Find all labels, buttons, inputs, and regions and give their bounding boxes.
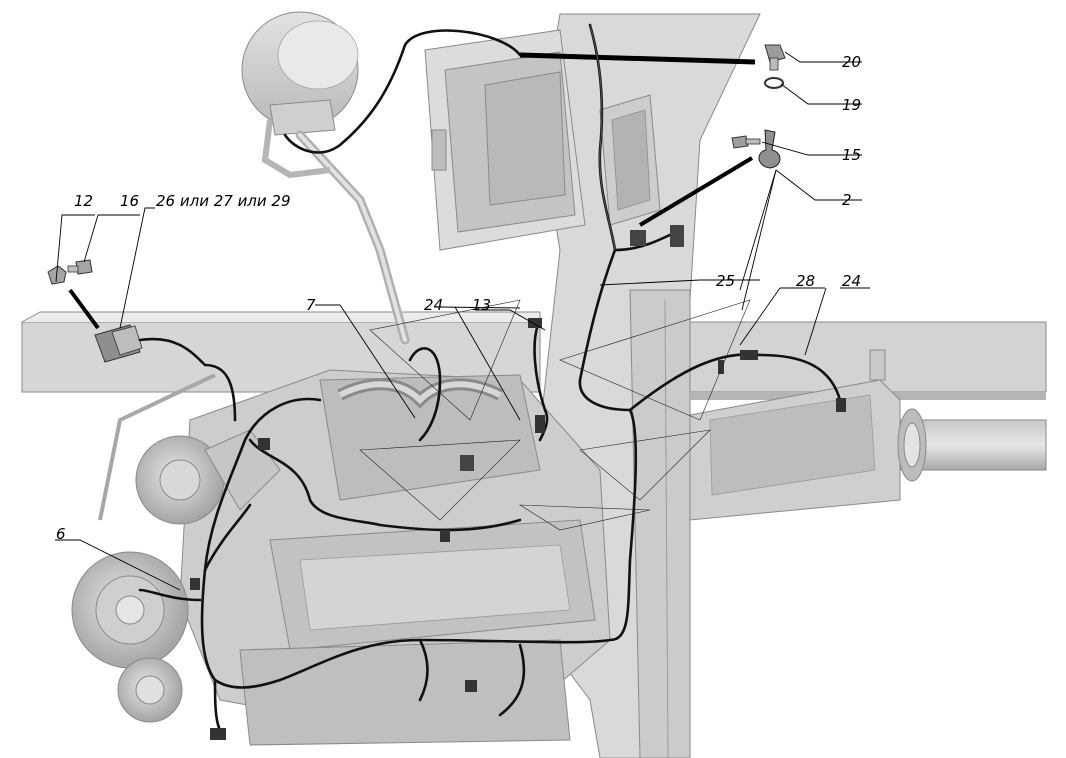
assembly-arrows [68,52,756,330]
wiring-harness [138,23,842,732]
clip-2 [758,129,781,169]
callout-7: 7 [306,296,316,314]
fuel-tube [98,373,216,521]
callout-13: 13 [472,296,492,314]
callout-28: 28 [796,272,816,290]
guide-lines [359,299,751,531]
exhaust-system [689,349,1047,521]
leader-lines [55,51,870,591]
bolt-16 [67,259,93,275]
bolt-15 [731,135,761,149]
expansion-tank [241,11,410,345]
callout-19: 19 [842,96,862,114]
callout-26-27-29: 26 или 27 или 29 [156,192,291,210]
ecu-bracket [424,29,586,251]
bolt-20 [764,44,786,71]
relay-block [599,94,661,226]
callout-25: 25 [716,272,736,290]
callout-12: 12 [74,192,94,210]
sensor-module [94,324,143,363]
callout-20: 20 [842,53,862,71]
harness-connectors [190,225,846,740]
washer-19 [764,77,784,89]
callout-6: 6 [56,525,66,543]
callout-2: 2 [842,191,852,209]
callout-16: 16 [120,192,140,210]
callout-15: 15 [842,146,862,164]
callout-24-right: 24 [842,272,862,290]
front-pulleys [71,429,281,723]
callout-24-left: 24 [424,296,444,314]
